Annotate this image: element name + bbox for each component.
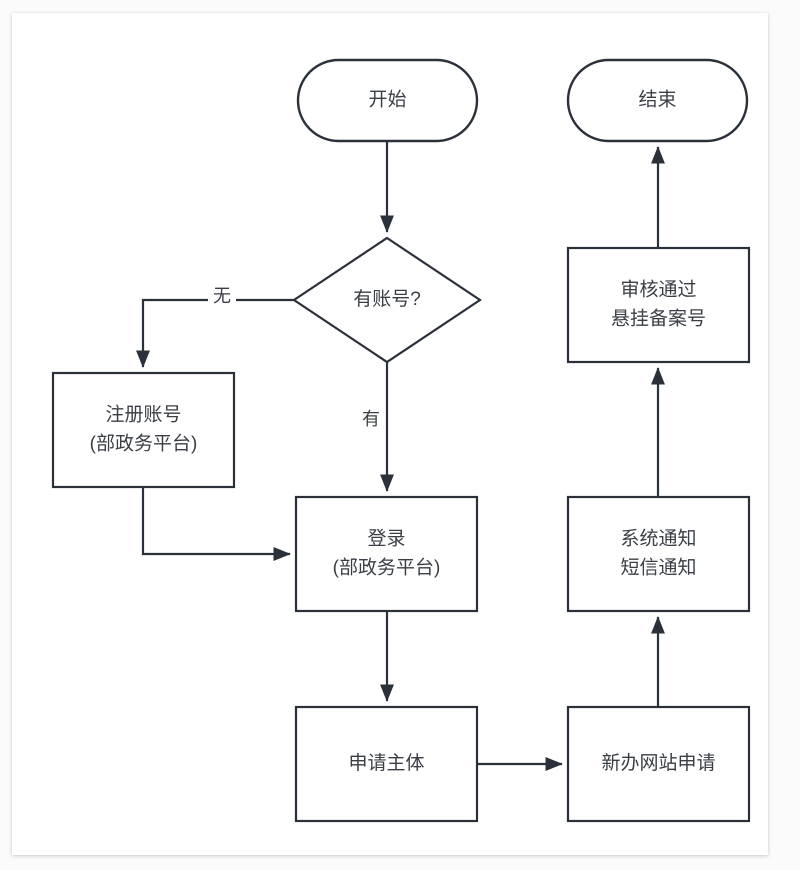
node-shape-stadium	[566, 58, 749, 143]
node-label: 注册账号	[105, 404, 181, 426]
node-label: 新办网站申请	[601, 752, 715, 774]
node-shape-diamond	[292, 236, 482, 364]
node-label: 审核通过	[620, 279, 696, 301]
node-shape-rect	[566, 495, 751, 613]
edge-label-e-decision-register: 无	[208, 283, 236, 309]
node-end[interactable]: 结束	[566, 58, 749, 143]
node-register[interactable]: 注册账号 (部政务平台)	[51, 371, 236, 489]
node-start[interactable]: 开始	[296, 58, 479, 143]
node-label: 系统通知	[620, 528, 696, 550]
node-shape-rect	[566, 705, 751, 823]
node-label: 登录	[367, 528, 405, 550]
node-new-site-application[interactable]: 新办网站申请	[566, 705, 751, 823]
edge-labels-layer: 无有	[208, 283, 385, 432]
node-shape-rect	[294, 705, 479, 823]
edge-label-e-decision-login: 有	[357, 406, 385, 432]
node-shape-rect	[294, 495, 479, 613]
edge-label-text: 无	[213, 286, 231, 306]
node-label: 短信通知	[620, 557, 696, 579]
edges-layer	[135, 141, 666, 772]
edge-label-text: 有	[362, 409, 380, 429]
edge-label-backdrop	[357, 406, 385, 432]
edge-e-register-login	[141, 487, 291, 562]
node-label: (部政务平台)	[90, 433, 198, 455]
node-login[interactable]: 登录 (部政务平台)	[294, 495, 479, 613]
node-shape-rect	[51, 371, 236, 489]
node-label: (部政务平台)	[333, 557, 441, 579]
node-label: 结束	[638, 89, 676, 111]
edge-line	[135, 298, 294, 368]
node-has-account[interactable]: 有账号?	[292, 236, 482, 364]
node-apply-entity[interactable]: 申请主体	[294, 705, 479, 823]
node-shape-rect	[566, 246, 751, 364]
node-label: 开始	[368, 89, 406, 111]
edge-label-backdrop	[208, 283, 236, 309]
edge-e-decision-register	[135, 298, 294, 368]
node-shape-stadium	[296, 58, 479, 143]
edge-line	[141, 487, 291, 562]
node-label: 有账号?	[353, 288, 421, 310]
node-label: 申请主体	[348, 752, 424, 774]
nodes-layer: 开始结束有账号?注册账号(部政务平台)登录(部政务平台)申请主体新办网站申请系统…	[51, 58, 751, 823]
node-label: 悬挂备案号	[611, 308, 706, 330]
